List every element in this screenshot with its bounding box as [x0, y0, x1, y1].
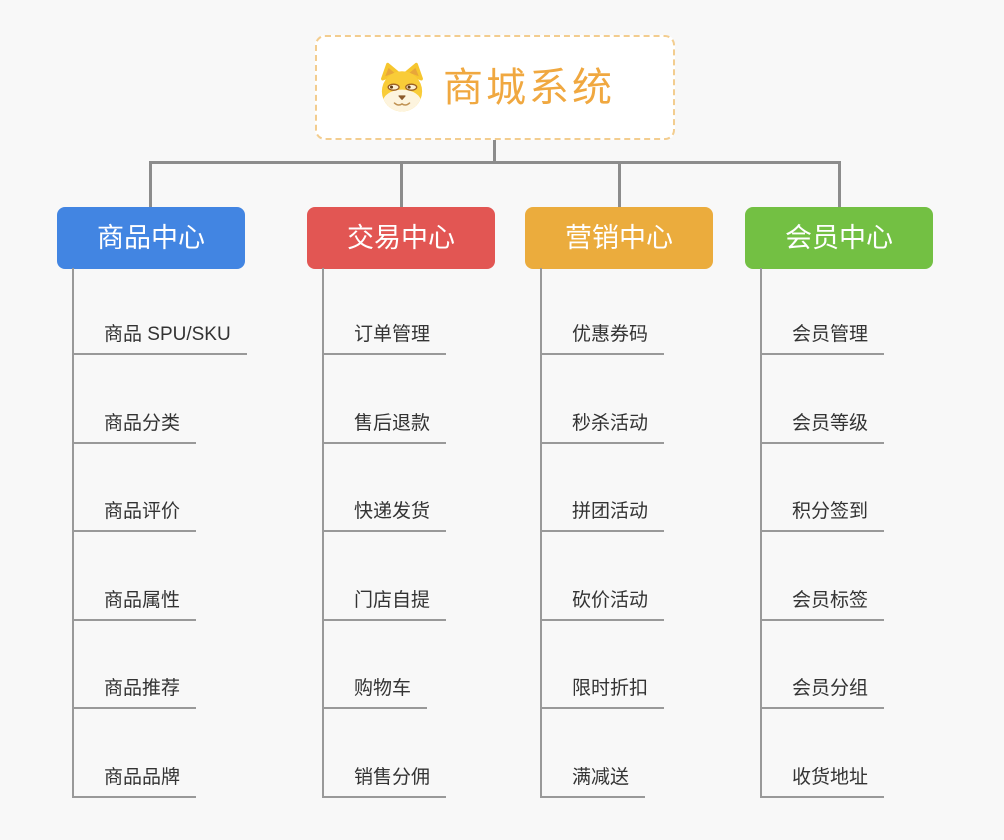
- topic-node[interactable]: 收货地址: [762, 709, 885, 798]
- topic-node[interactable]: 会员管理: [762, 268, 885, 355]
- topic-node[interactable]: 门店自提: [324, 532, 447, 621]
- topic-node[interactable]: 砍价活动: [542, 532, 665, 621]
- doge-icon: [375, 62, 429, 114]
- branch-column-product-center: 商品 SPU/SKU 商品分类 商品评价 商品属性 商品推荐 商品品牌: [72, 268, 247, 798]
- topic-node[interactable]: 秒杀活动: [542, 355, 665, 444]
- topic-node[interactable]: 满减送: [542, 709, 664, 798]
- drop-connector-products: [149, 162, 152, 207]
- topic-node[interactable]: 商品属性: [74, 532, 247, 621]
- branch-column-trade-center: 订单管理 售后退款 快递发货 门店自提 购物车 销售分佣: [322, 268, 447, 798]
- branch-rail-connector: [149, 161, 841, 164]
- topic-node[interactable]: 会员标签: [762, 532, 885, 621]
- topic-node[interactable]: 商品品牌: [74, 709, 247, 798]
- topic-node[interactable]: 快递发货: [324, 444, 447, 532]
- branch-box-trade-center[interactable]: 交易中心: [307, 207, 495, 269]
- topic-node[interactable]: 会员分组: [762, 621, 885, 709]
- topic-node[interactable]: 销售分佣: [324, 709, 447, 798]
- root-title: 商城系统: [443, 65, 615, 110]
- topic-node[interactable]: 积分签到: [762, 444, 885, 532]
- topic-node[interactable]: 商品 SPU/SKU: [74, 268, 247, 355]
- drop-connector-marketing: [618, 162, 621, 207]
- topic-node[interactable]: 优惠券码: [542, 268, 665, 355]
- branch-column-member-center: 会员管理 会员等级 积分签到 会员标签 会员分组 收货地址: [760, 268, 885, 798]
- topic-node[interactable]: 商品推荐: [74, 621, 247, 709]
- topic-node[interactable]: 会员等级: [762, 355, 885, 444]
- topic-node[interactable]: 售后退款: [324, 355, 447, 444]
- root-node-mall-system[interactable]: 商城系统: [315, 35, 675, 140]
- root-stem-connector: [493, 138, 496, 163]
- topic-node[interactable]: 限时折扣: [542, 621, 665, 709]
- branch-column-marketing-center: 优惠券码 秒杀活动 拼团活动 砍价活动 限时折扣 满减送: [540, 268, 665, 798]
- branch-box-marketing-center[interactable]: 营销中心: [525, 207, 713, 269]
- drop-connector-members: [838, 162, 841, 207]
- drop-connector-trade: [400, 162, 403, 207]
- topic-node[interactable]: 商品评价: [74, 444, 247, 532]
- topic-node[interactable]: 购物车: [324, 621, 446, 709]
- branch-box-product-center[interactable]: 商品中心: [57, 207, 245, 269]
- topic-node[interactable]: 订单管理: [324, 268, 447, 355]
- topic-node[interactable]: 商品分类: [74, 355, 247, 444]
- branch-box-member-center[interactable]: 会员中心: [745, 207, 933, 269]
- topic-node[interactable]: 拼团活动: [542, 444, 665, 532]
